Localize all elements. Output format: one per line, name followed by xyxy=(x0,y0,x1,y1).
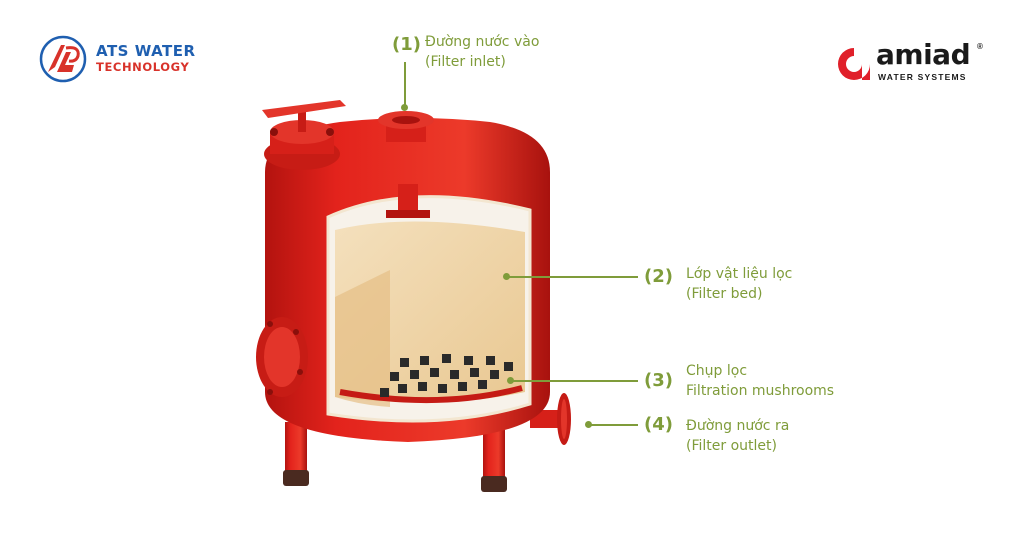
callout-3-dot xyxy=(507,377,514,384)
callout-3-leader xyxy=(512,380,638,382)
inner-distributor xyxy=(386,184,430,218)
ats-logo-mark-icon xyxy=(39,35,87,83)
inlet-nozzle xyxy=(378,111,434,142)
callout-3-line2: Filtration mushrooms xyxy=(686,383,835,399)
ats-logo-line1: ATS WATER xyxy=(96,42,196,60)
callout-4-line2: (Filter outlet) xyxy=(686,438,777,454)
side-manhole xyxy=(256,317,308,397)
callout-2-leader xyxy=(508,276,638,278)
amiad-logo-mark-icon xyxy=(838,48,870,80)
callout-1-line2: (Filter inlet) xyxy=(425,54,506,70)
callout-1-leader xyxy=(404,62,406,106)
callout-1-label: Đường nước vào (Filter inlet) xyxy=(425,32,539,72)
amiad-logo-word: amiad xyxy=(876,38,971,71)
callout-2-label: Lớp vật liệu lọc (Filter bed) xyxy=(686,264,792,304)
callout-1-dot xyxy=(401,104,408,111)
callout-4-label: Đường nước ra (Filter outlet) xyxy=(686,416,789,456)
callout-3-number: (3) xyxy=(644,370,673,391)
nozzle-plate xyxy=(339,385,523,404)
callout-4-line1: Đường nước ra xyxy=(686,418,790,434)
amiad-logo: amiad ® WATER SYSTEMS xyxy=(834,38,994,86)
tank-legs xyxy=(283,422,507,492)
callout-2-line2: (Filter bed) xyxy=(686,286,763,302)
callout-2-line1: Lớp vật liệu lọc xyxy=(686,266,793,282)
filter-media-front-face xyxy=(335,270,390,407)
filtration-mushrooms xyxy=(380,354,513,397)
callout-2-dot xyxy=(503,273,510,280)
ats-logo-line2: TECHNOLOGY xyxy=(96,60,190,74)
amiad-registered-mark: ® xyxy=(977,42,983,51)
callout-3-line1: Chụp lọc xyxy=(686,363,748,379)
amiad-logo-subtitle: WATER SYSTEMS xyxy=(878,72,967,82)
callout-4-leader xyxy=(590,424,638,426)
filter-tank-illustration xyxy=(256,100,571,492)
callout-3-label: Chụp lọc Filtration mushrooms xyxy=(686,361,834,401)
ats-logo: ATS WATER TECHNOLOGY xyxy=(38,34,208,86)
callout-4-number: (4) xyxy=(644,414,673,435)
top-manhole xyxy=(262,100,346,170)
callout-2-number: (2) xyxy=(644,266,673,287)
callout-1-line1: Đường nước vào xyxy=(425,34,540,50)
callout-4-dot xyxy=(585,421,592,428)
callout-1-number: (1) xyxy=(392,34,421,55)
